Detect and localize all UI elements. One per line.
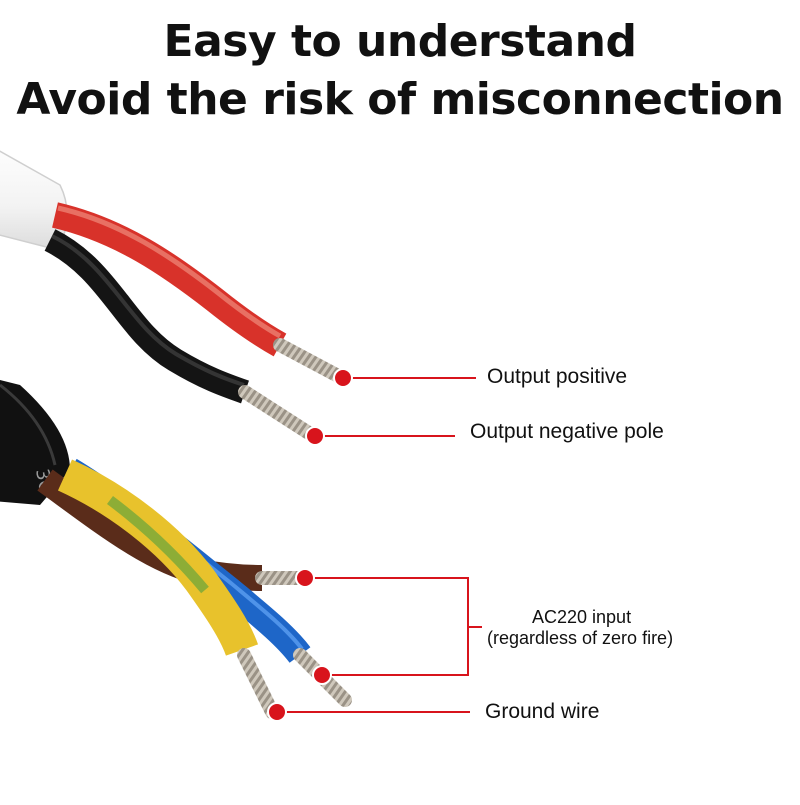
red-wire: [51, 202, 287, 357]
black-copper-strands: [238, 385, 322, 444]
callout-dots: [267, 368, 353, 722]
black-wire: [44, 229, 249, 404]
dot-blue-neutral: [312, 665, 332, 685]
white-2-core-cable: [0, 150, 349, 444]
yellow-green-copper-strands: [237, 648, 279, 719]
callout-bracket-ac: [306, 577, 469, 676]
callouts: [277, 377, 482, 713]
label-ac-input-note: (regardless of zero fire): [487, 628, 674, 648]
dot-negative: [305, 426, 325, 446]
label-ac-input: AC220 input: [532, 607, 632, 627]
dot-positive: [333, 368, 353, 388]
headline-line-1: Easy to understand: [163, 16, 637, 67]
headline-line-2: Avoid the risk of misconnection: [16, 74, 784, 125]
red-copper-strands: [273, 338, 349, 385]
dot-brown-live: [295, 568, 315, 588]
black-3-core-cable: 3C: [0, 380, 352, 719]
label-output-positive: Output positive: [487, 365, 628, 388]
label-ground-wire: Ground wire: [485, 700, 600, 723]
dot-ground: [267, 702, 287, 722]
label-output-negative: Output negative pole: [470, 420, 664, 443]
